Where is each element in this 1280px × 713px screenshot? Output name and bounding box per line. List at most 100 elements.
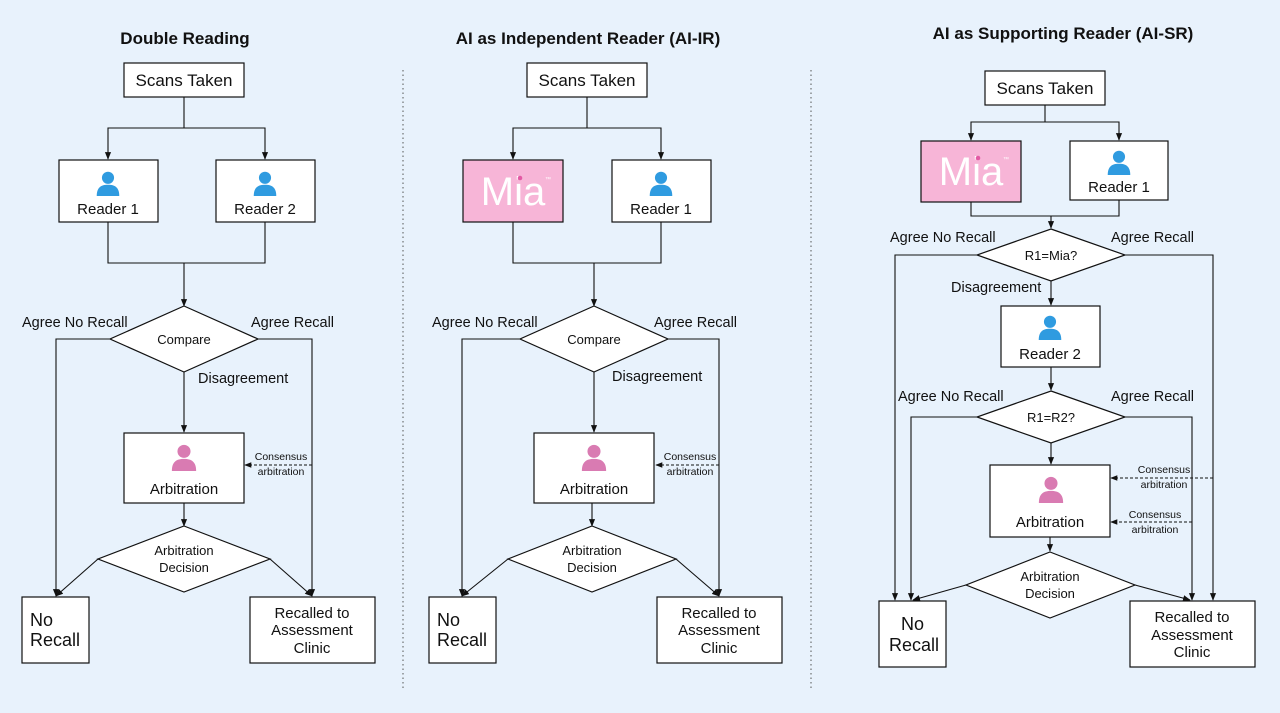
consensus-label: Consensus (1138, 464, 1191, 476)
recalled-box (656, 596, 783, 664)
no-recall-box (878, 600, 947, 668)
decision-label: Arbitration (562, 543, 621, 558)
edge (587, 127, 665, 160)
decision-diamond (96, 525, 272, 593)
reader-label: Reader 1 (630, 201, 692, 218)
edge (184, 127, 269, 160)
mia-logo-dot (517, 175, 523, 181)
edge (970, 200, 1120, 217)
edge (912, 584, 967, 602)
edge (55, 558, 99, 597)
edge (458, 338, 520, 597)
consensus-label: Consensus (255, 451, 308, 463)
scans-taken-label: Scans Taken (538, 71, 635, 90)
panel-title: AI as Supporting Reader (AI-SR) (933, 24, 1194, 43)
consensus-label: arbitration (258, 466, 305, 478)
scans-taken-box (526, 62, 648, 98)
edge (258, 338, 316, 597)
no-recall-label: No (437, 610, 460, 630)
decision-label: Decision (159, 560, 209, 575)
edge (107, 222, 266, 264)
decision-label: Arbitration (1020, 569, 1079, 584)
edge (52, 338, 110, 597)
no-recall-label: Recall (30, 630, 80, 650)
edge (269, 558, 313, 597)
panel-double-reading: Double Reading Scans Taken Reader 1 Read… (21, 29, 376, 664)
decision-label: Arbitration (154, 543, 213, 558)
panel-ai-supporting-reader: AI as Supporting Reader (AI-SR) Scans Ta… (878, 24, 1256, 668)
agree-recall-label: Agree Recall (654, 315, 737, 331)
recalled-label: Clinic (1174, 644, 1211, 661)
recalled-label: Assessment (1151, 627, 1234, 644)
recalled-label: Recalled to (1154, 609, 1229, 626)
decision-diamond (964, 551, 1137, 619)
edge (668, 338, 723, 597)
agree-no-recall-label: Agree No Recall (898, 389, 1004, 405)
check-label: R1=R2? (1027, 410, 1075, 425)
panel-ai-independent-reader: AI as Independent Reader (AI-IR) Scans T… (428, 29, 783, 664)
panel-title: AI as Independent Reader (AI-IR) (456, 29, 720, 48)
arbitration-label: Arbitration (560, 481, 628, 498)
mia-trademark: ™ (1003, 156, 1009, 163)
edge (907, 416, 977, 601)
no-recall-label: Recall (437, 630, 487, 650)
edge (509, 97, 588, 160)
reader-label: Reader 1 (77, 201, 139, 218)
consensus-label: arbitration (1141, 479, 1188, 491)
agree-recall-label: Agree Recall (1111, 389, 1194, 405)
mia-logo-dot (975, 155, 981, 161)
edge (891, 254, 977, 601)
mia-trademark: ™ (545, 176, 551, 183)
scans-taken-box (984, 70, 1106, 106)
mia-logo: Mia (939, 150, 1004, 194)
edge (1125, 416, 1196, 601)
disagreement-label: Disagreement (612, 369, 702, 385)
recalled-label: Assessment (678, 622, 761, 639)
no-recall-label: Recall (889, 635, 939, 655)
no-recall-label: No (30, 610, 53, 630)
agree-no-recall-label: Agree No Recall (890, 230, 996, 246)
recalled-label: Assessment (271, 622, 354, 639)
check-label: R1=Mia? (1025, 248, 1077, 263)
reader-label: Reader 2 (234, 201, 296, 218)
scans-taken-label: Scans Taken (135, 71, 232, 90)
decision-label: Decision (1025, 586, 1075, 601)
consensus-label: arbitration (1132, 524, 1179, 536)
scans-taken-box (123, 62, 245, 98)
consensus-label: Consensus (1129, 509, 1182, 521)
edge (104, 97, 185, 160)
edge (1045, 121, 1123, 141)
edge (967, 105, 1046, 141)
mia-box (920, 140, 1022, 203)
reader-label: Reader 2 (1019, 346, 1081, 363)
recalled-box (249, 596, 376, 664)
agree-no-recall-label: Agree No Recall (432, 315, 538, 331)
panel-title: Double Reading (120, 29, 249, 48)
edge (461, 558, 509, 597)
mia-box (462, 159, 564, 223)
decision-diamond (506, 525, 678, 593)
no-recall-box (21, 596, 90, 664)
agree-recall-label: Agree Recall (251, 315, 334, 331)
recalled-label: Recalled to (681, 605, 756, 622)
consensus-label: Consensus (664, 451, 717, 463)
edge (675, 558, 720, 597)
reader-label: Reader 1 (1088, 179, 1150, 196)
recalled-label: Clinic (701, 640, 738, 657)
disagreement-label: Disagreement (951, 280, 1041, 296)
disagreement-label: Disagreement (198, 371, 288, 387)
agree-no-recall-label: Agree No Recall (22, 315, 128, 331)
arbitration-label: Arbitration (1016, 514, 1084, 531)
recalled-label: Clinic (294, 640, 331, 657)
consensus-label: arbitration (667, 466, 714, 478)
decision-label: Decision (567, 560, 617, 575)
recalled-box (1129, 600, 1256, 668)
agree-recall-label: Agree Recall (1111, 230, 1194, 246)
edge (1134, 584, 1191, 602)
scans-taken-label: Scans Taken (996, 79, 1093, 98)
recalled-label: Recalled to (274, 605, 349, 622)
no-recall-box (428, 596, 497, 664)
compare-label: Compare (157, 332, 210, 347)
